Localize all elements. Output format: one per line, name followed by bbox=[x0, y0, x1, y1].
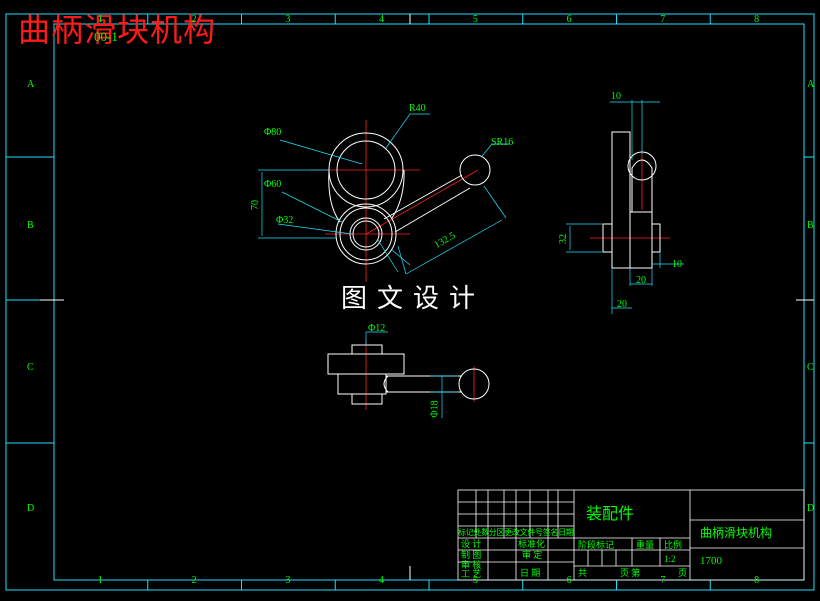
tb-date: 日 期 bbox=[520, 568, 541, 578]
tb-assembly: 装配件 bbox=[586, 506, 635, 523]
dim-20b: 20 bbox=[617, 299, 627, 310]
dim-phi12: Φ12 bbox=[368, 323, 386, 334]
tb-total: 共 bbox=[578, 568, 588, 578]
dim-sr16: SR16 bbox=[491, 137, 514, 148]
tb-scale: 1:2 bbox=[664, 554, 676, 564]
tb-scale-label: 比例 bbox=[664, 540, 683, 550]
drawing-title: 曲柄滑块机构 bbox=[18, 11, 217, 49]
zone-col-5-bottom: 5 bbox=[472, 575, 478, 586]
zone-col-7-bottom: 7 bbox=[660, 575, 666, 586]
tb-weight: 重量 bbox=[636, 540, 655, 550]
dim-phi60: Φ60 bbox=[264, 179, 282, 190]
tb-page: 页 bbox=[678, 568, 688, 578]
watermark-text: 图文设计 bbox=[341, 284, 486, 314]
tb-check: 审 核 bbox=[461, 560, 482, 570]
zone-row-C-left: C bbox=[27, 361, 34, 373]
tb-stage-mark: 阶段标记 bbox=[578, 540, 615, 550]
tb-number: 1700 bbox=[700, 555, 722, 567]
crank-side-view bbox=[566, 100, 684, 314]
tb-approve: 审 定 bbox=[522, 550, 543, 560]
title-block bbox=[457, 489, 805, 581]
zone-row-B-left: B bbox=[27, 220, 34, 232]
dim-phi18: Φ18 bbox=[429, 400, 441, 418]
zone-row-D-left: D bbox=[27, 503, 35, 515]
zone-col-2-bottom: 2 bbox=[191, 575, 197, 586]
dim-phi80: Φ80 bbox=[264, 127, 282, 138]
zone-col-6-top: 6 bbox=[566, 14, 572, 25]
tb-standardize: 标准化 bbox=[518, 539, 546, 549]
zone-row-A-right: A bbox=[807, 78, 815, 90]
zone-col-3-bottom: 3 bbox=[285, 575, 291, 586]
tb-revision-header: 标记处数分区更改文件号签名日期 bbox=[458, 528, 574, 537]
zone-col-7-top: 7 bbox=[660, 14, 666, 25]
zone-col-8-bottom: 8 bbox=[754, 575, 760, 586]
zone-col-3-top: 3 bbox=[285, 14, 291, 25]
dim-10-top: 10 bbox=[611, 91, 621, 102]
dim-32: 32 bbox=[558, 234, 569, 244]
dim-10-right: 10 bbox=[672, 259, 682, 270]
zone-col-6-bottom: 6 bbox=[566, 575, 572, 586]
zone-col-8-top: 8 bbox=[754, 14, 760, 25]
zone-col-1-bottom: 1 bbox=[97, 575, 103, 586]
dim-r40: R40 bbox=[409, 103, 426, 114]
dim-70: 70 bbox=[250, 200, 261, 210]
zone-col-1-top: 1 bbox=[97, 14, 103, 25]
crank-front-view bbox=[258, 113, 510, 282]
zone-col-5-top: 5 bbox=[472, 14, 478, 25]
tb-design: 设 计 bbox=[461, 539, 482, 549]
zone-col-4-bottom: 4 bbox=[379, 575, 385, 586]
zone-col-2-top: 2 bbox=[191, 14, 197, 25]
tb-sheet: 页 第 bbox=[620, 568, 641, 578]
zone-row-B-right: B bbox=[807, 220, 814, 232]
zone-col-4-top: 4 bbox=[379, 14, 385, 25]
zone-row-C-right: C bbox=[807, 361, 814, 373]
crank-top-view bbox=[327, 331, 490, 418]
dim-phi32: Φ32 bbox=[276, 215, 294, 226]
zone-row-D-right: D bbox=[807, 503, 815, 515]
sheet-code: 00-1 bbox=[94, 29, 118, 44]
tb-process: 工 艺 bbox=[461, 569, 482, 579]
tb-draft: 制 图 bbox=[461, 550, 482, 560]
tb-name: 曲柄滑块机构 bbox=[700, 526, 773, 540]
dim-20a: 20 bbox=[636, 275, 646, 286]
zone-row-A-left: A bbox=[27, 78, 35, 90]
